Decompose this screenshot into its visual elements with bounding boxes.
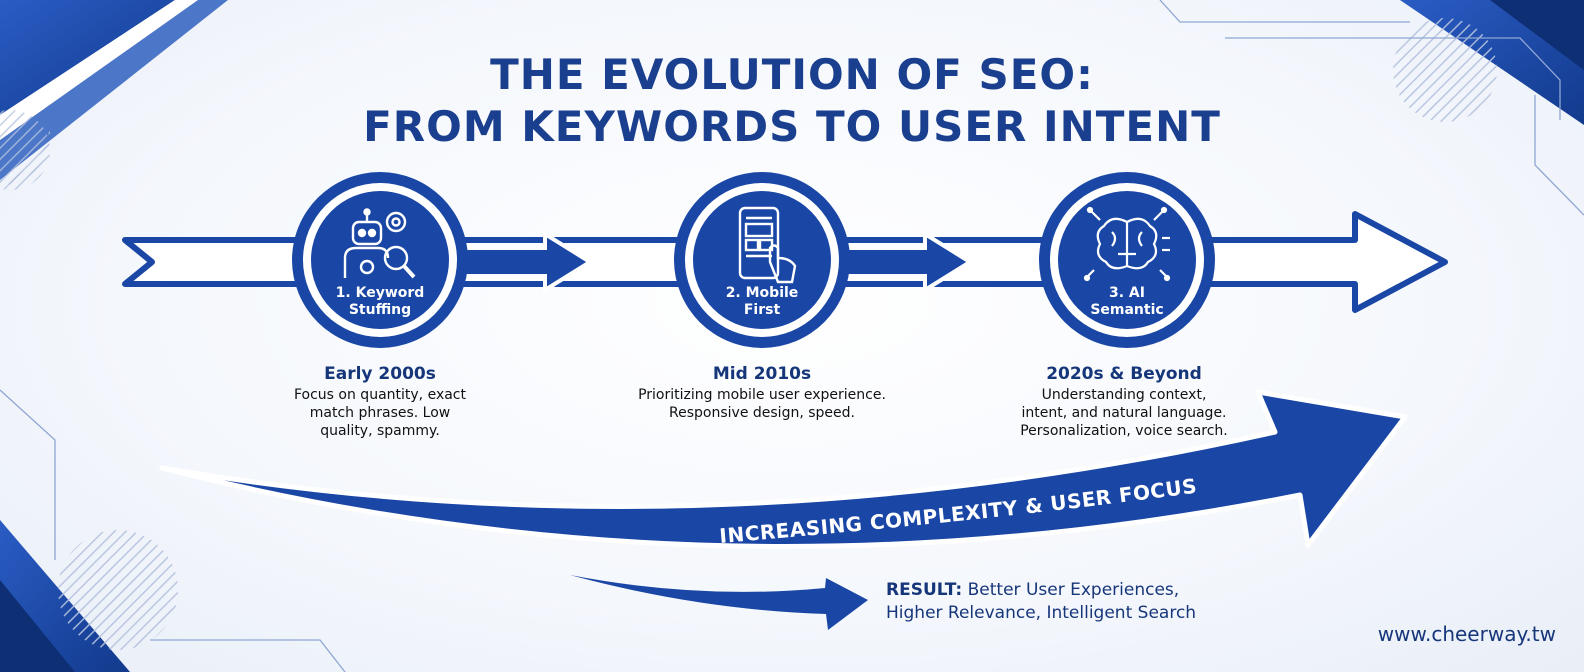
corner-decoration-top-left	[0, 0, 228, 190]
stage-1-description-line-3: quality, spammy.	[320, 423, 440, 439]
result-line-1: RESULT: Better User Experiences,	[886, 579, 1306, 602]
stage-3-label-line-1: 3. AI	[1109, 285, 1145, 301]
stage-1-description: Focus on quantity, exact match phrases. …	[230, 386, 530, 440]
stage-3-description-line-3: Personalization, voice search.	[1020, 423, 1228, 439]
stage-1-label: 1. Keyword Stuffing	[315, 285, 445, 319]
stage-circle-1	[292, 172, 468, 348]
stage-2-description-line-2: Responsive design, speed.	[669, 405, 855, 421]
result-prefix: RESULT:	[886, 580, 963, 600]
robot-with-magnifier-and-gears-icon	[343, 208, 416, 279]
result-arrow	[570, 575, 868, 630]
stage-1-era: Early 2000s	[324, 364, 436, 384]
stage-2-description: Prioritizing mobile user experience. Res…	[612, 386, 912, 422]
stage-3-era: 2020s & Beyond	[1046, 364, 1202, 384]
stage-circle-2	[674, 172, 850, 348]
stage-3-description: Understanding context, intent, and natur…	[974, 386, 1274, 440]
stage-2-label-line-1: 2. Mobile	[725, 285, 799, 301]
corner-decoration-top-right	[1159, 0, 1584, 216]
stage-1-description-line-1: Focus on quantity, exact	[293, 387, 466, 403]
page-title-line-2: FROM KEYWORDS TO USER INTENT	[363, 102, 1221, 151]
stage-3-label: 3. AI Semantic	[1062, 285, 1192, 319]
stage-1-description-line-2: match phrases. Low	[309, 405, 451, 421]
result-text: RESULT: Better User Experiences, Higher …	[886, 579, 1306, 625]
smartphone-tap-icon	[738, 206, 797, 284]
result-line-2: Higher Relevance, Intelligent Search	[886, 603, 1197, 623]
stage-2-era: Mid 2010s	[712, 364, 812, 384]
stage-2-label-line-2: First	[743, 302, 781, 318]
page-title-line-1: THE EVOLUTION OF SEO:	[490, 50, 1094, 99]
stage-3-description-line-1: Understanding context,	[1041, 387, 1207, 403]
ai-brain-circuit-icon	[1083, 206, 1171, 282]
result-line-1-text: Better User Experiences,	[962, 580, 1180, 600]
stage-1-label-line-1: 1. Keyword	[335, 285, 425, 301]
stage-1-label-line-2: Stuffing	[348, 302, 412, 318]
stage-2-label: 2. Mobile First	[697, 285, 827, 319]
website-url: www.cheerway.tw	[1377, 622, 1556, 646]
stage-3-description-line-2: intent, and natural language.	[1021, 405, 1227, 421]
corner-decoration-bottom-left	[0, 389, 346, 672]
stage-3-label-line-2: Semantic	[1090, 302, 1164, 318]
stage-2-description-line-1: Prioritizing mobile user experience.	[638, 387, 886, 403]
